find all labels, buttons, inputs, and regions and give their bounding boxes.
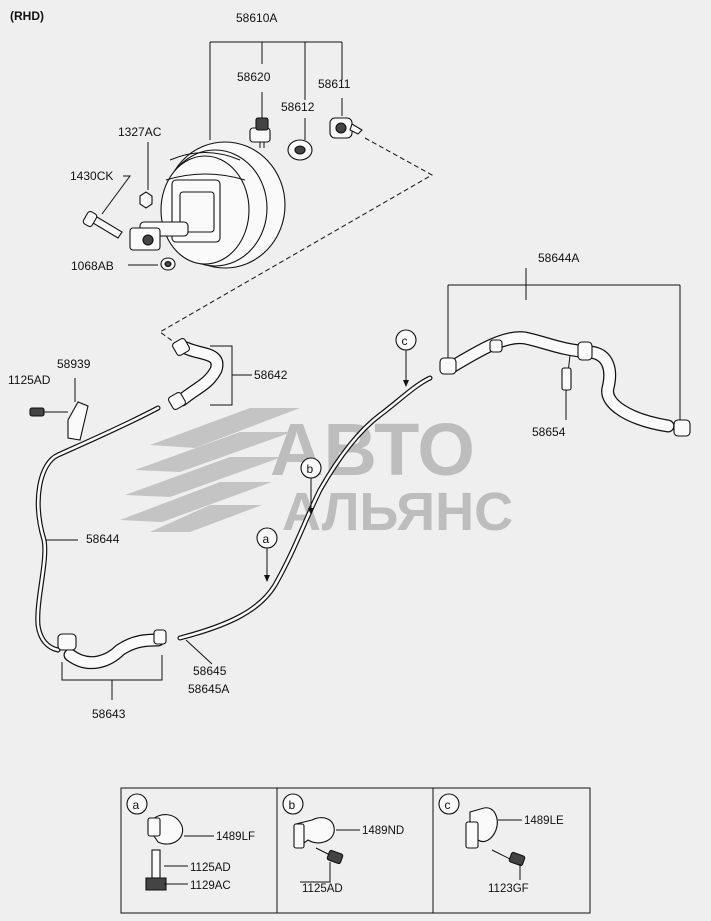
detail-b-bolt-label: 1125AD [302, 883, 343, 895]
vacuum-pipe-58645 [177, 375, 433, 665]
label-58643: 58643 [92, 707, 126, 721]
detail-b: b 1489ND 1125AD [282, 793, 404, 895]
detail-a-bolt2-label: 1129AC [190, 880, 231, 892]
variant-label: (RHD) [10, 9, 44, 23]
detail-box: a 1489LF 1125AD 1129AC b 1489ND 1125AD [120, 787, 591, 914]
label-1327AC: 1327AC [118, 125, 162, 139]
label-58620: 58620 [237, 70, 271, 84]
detail-a: a 1489LF 1125AD 1129AC [126, 793, 255, 892]
svg-text:b: b [307, 462, 314, 476]
detail-a-bolt1-label: 1125AD [190, 862, 231, 874]
vacuum-pipe-58644 [29, 378, 161, 653]
brake-booster-assembly [82, 41, 434, 346]
label-58612: 58612 [281, 100, 315, 114]
detail-b-clip-label: 1489ND [362, 825, 404, 837]
label-58642: 58642 [254, 368, 288, 382]
label-1430CK: 1430CK [70, 169, 113, 183]
detail-c-clip-label: 1489LE [524, 815, 564, 827]
label-58939: 58939 [57, 357, 91, 371]
label-58611: 58611 [318, 77, 351, 91]
label-58645: 58645 [193, 664, 227, 678]
detail-a-clip-label: 1489LF [216, 831, 255, 843]
svg-text:c: c [445, 798, 451, 812]
label-58610A: 58610A [236, 11, 277, 25]
label-58654: 58654 [532, 425, 566, 439]
vacuum-hose-58643 [57, 629, 167, 700]
svg-text:a: a [263, 532, 270, 546]
watermark-line2: АЛЬЯНС [282, 482, 513, 542]
label-58644A: 58644A [538, 251, 579, 265]
vacuum-hose-58642 [167, 337, 252, 411]
label-1068AB: 1068AB [71, 259, 114, 273]
marker-a: a [256, 527, 278, 582]
detail-c-bolt-label: 1123GF [488, 883, 529, 895]
label-1125AD: 1125AD [8, 373, 51, 387]
svg-text:b: b [289, 798, 296, 812]
marker-c: c [395, 329, 417, 387]
label-58645A: 58645A [188, 682, 229, 696]
detail-c: c 1489LE 1123GF [438, 793, 564, 895]
label-58644: 58644 [86, 532, 120, 546]
marker-b: b [300, 457, 322, 515]
svg-text:a: a [133, 798, 140, 812]
vacuum-hose-58644A [439, 268, 691, 437]
svg-text:c: c [402, 334, 408, 348]
